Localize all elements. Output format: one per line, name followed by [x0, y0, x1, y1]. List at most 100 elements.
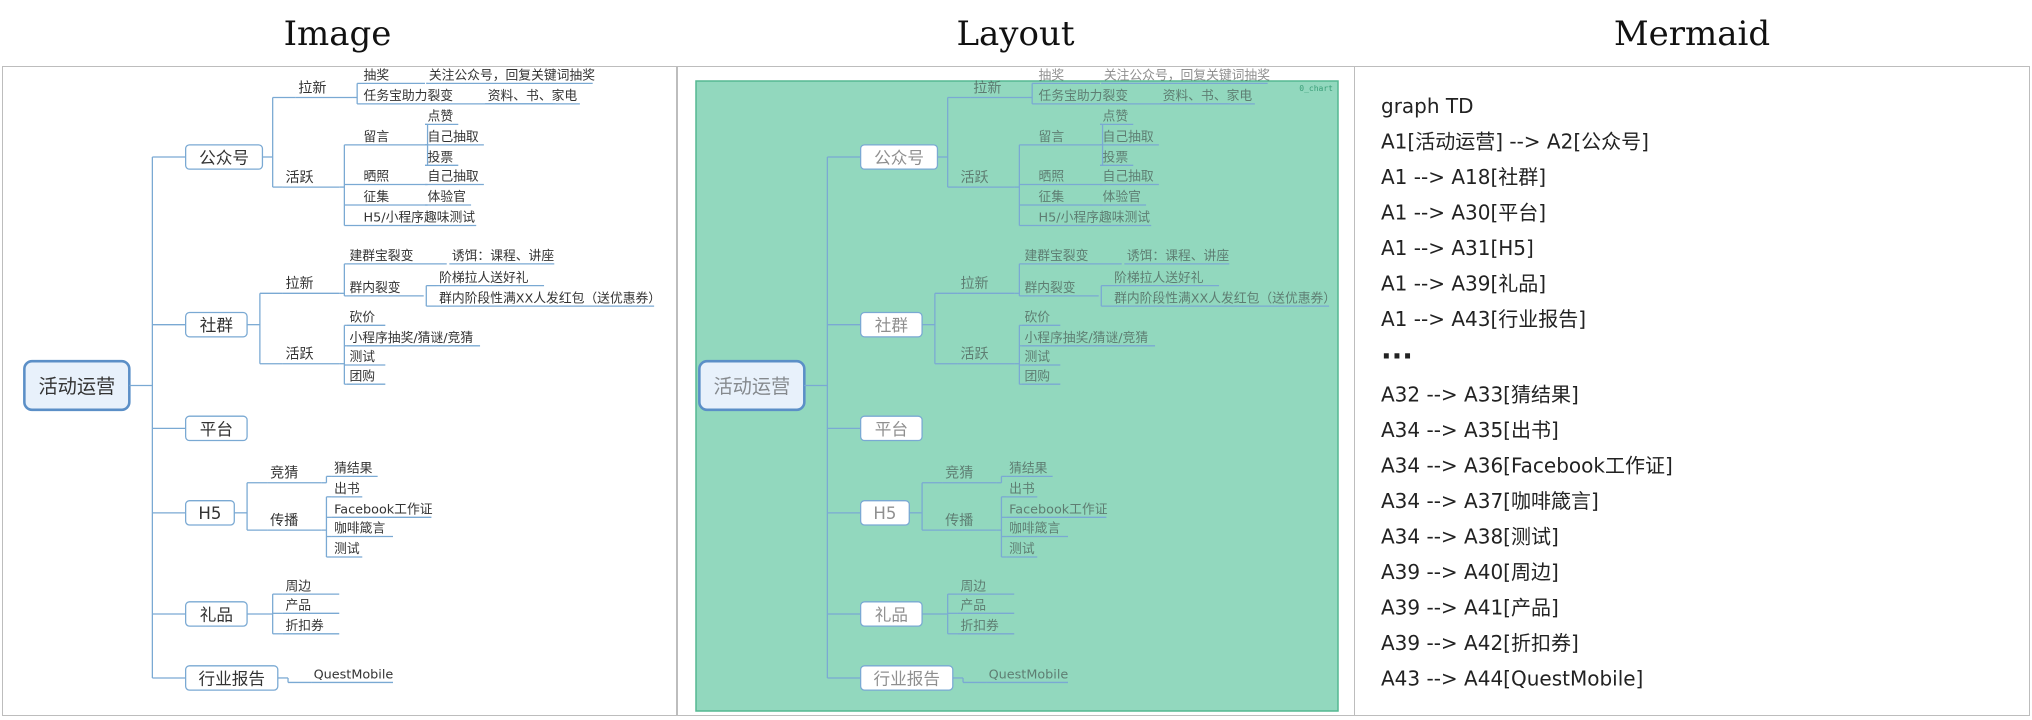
- leaf-label: QuestMobile: [989, 668, 1069, 683]
- mindmap-layout: 0_chart活动运营公众号拉新抽奖关注公众号，回复关键词抽奖任务宝助力裂变资料…: [695, 69, 1339, 712]
- branch-label: 公众号: [199, 148, 249, 167]
- item-label: Facebook工作证: [334, 502, 433, 517]
- mermaid-line: A34 --> A37[咖啡箴言]: [1381, 489, 1599, 513]
- detail-label: 点赞: [428, 110, 454, 125]
- leaf-label: QuestMobile: [314, 668, 394, 683]
- branch-label: 礼品: [200, 605, 233, 624]
- branch-node: [859, 500, 910, 526]
- detail-label: 诱饵：课程、讲座: [1127, 249, 1229, 264]
- subtopic-label: 活跃: [285, 170, 313, 186]
- mindmap-image: 活动运营公众号拉新抽奖关注公众号，回复关键词抽奖任务宝助力裂变资料、书、家电活跃…: [23, 69, 661, 691]
- branch-label: 社群: [875, 316, 909, 335]
- detail-label: 自己抽取: [428, 130, 479, 145]
- detail-label: 资料、书、家电: [1163, 88, 1253, 104]
- mermaid-line: A34 --> A36[Facebook工作证]: [1381, 454, 1673, 478]
- item-label: 砍价: [349, 310, 375, 325]
- branch-label: 平台: [200, 420, 233, 439]
- mermaid-line: A1 --> A31[H5]: [1381, 236, 1534, 260]
- subtopic-label: 活跃: [960, 347, 988, 363]
- root-label: 活动运营: [38, 375, 115, 398]
- item-label: 出书: [1009, 482, 1035, 497]
- branch-node: [859, 415, 923, 442]
- item-label: 猜结果: [334, 462, 373, 477]
- subtopic-label: 竞猜: [270, 465, 298, 482]
- item-label: 群内裂变: [349, 280, 400, 296]
- item-label: 出书: [334, 482, 360, 497]
- mermaid-panel: graph TD A1[活动运营] --> A2[公众号] A1 --> A18[社…: [1354, 66, 2030, 716]
- mermaid-line: A34 --> A35[出书]: [1381, 418, 1559, 442]
- item-label: Facebook工作证: [1009, 502, 1108, 517]
- branch-label: 行业报告: [873, 669, 940, 688]
- detail-label: 投票: [1103, 149, 1129, 165]
- mermaid-line: A1 --> A39[礼品]: [1381, 272, 1546, 296]
- item-label: 团购: [1024, 368, 1050, 384]
- mermaid-line: A1 --> A18[社群]: [1381, 165, 1546, 189]
- item-label: 猜结果: [1009, 462, 1048, 477]
- detail-label: 资料、书、家电: [488, 88, 578, 104]
- mermaid-line: A39 --> A42[折扣券]: [1381, 631, 1579, 655]
- subtopic-label: 传播: [945, 513, 973, 529]
- item-label: 晒照: [1039, 170, 1065, 185]
- subtopic-label: 拉新: [960, 276, 988, 292]
- branch-label: 礼品: [875, 605, 908, 624]
- subtopic-label: 活跃: [285, 347, 313, 363]
- mermaid-line: A43 --> A44[QuestMobile]: [1381, 667, 1643, 691]
- leaf-label: 周边: [960, 579, 986, 594]
- subtopic-label: 传播: [270, 513, 298, 529]
- branch-label: 平台: [875, 420, 908, 439]
- detail-label: 自己抽取: [428, 170, 479, 185]
- item-label: 抽奖: [1039, 69, 1065, 84]
- item-label: 测试: [1024, 350, 1050, 365]
- branch-label: H5: [198, 504, 221, 523]
- leaf-label: 产品: [285, 598, 311, 613]
- item-label: 咖啡箴言: [1009, 521, 1060, 537]
- branch-label: 行业报告: [198, 669, 265, 688]
- leaf-label: 折扣券: [960, 618, 999, 634]
- detail-label: 群内阶段性满XX人发红包（送优惠券）: [439, 290, 661, 306]
- mermaid-ellipsis: ···: [1381, 340, 1413, 373]
- item-label: 砍价: [1024, 310, 1050, 325]
- detail-label: 自己抽取: [1103, 130, 1154, 145]
- item-label: 留言: [364, 130, 390, 145]
- detail-label: 点赞: [1103, 110, 1129, 125]
- subtopic-label: 活跃: [960, 170, 988, 186]
- detail-label: 阶梯拉人送好礼: [1114, 270, 1204, 286]
- detail-label: 诱饵：课程、讲座: [452, 249, 554, 264]
- root-node: [23, 359, 131, 412]
- item-label: 团购: [349, 368, 375, 384]
- branch-node: [184, 415, 248, 442]
- mermaid-line: graph TD: [1381, 94, 1474, 118]
- mermaid-line: A1 --> A30[平台]: [1381, 201, 1546, 225]
- item-label: 任务宝助力裂变: [1039, 88, 1129, 104]
- branch-label: 公众号: [874, 148, 924, 167]
- detail-label: 体验官: [428, 189, 466, 205]
- mermaid-line: A32 --> A33[猜结果]: [1381, 383, 1579, 407]
- detail-label: 自己抽取: [1103, 170, 1154, 185]
- detail-label: 关注公众号，回复关键词抽奖: [1104, 69, 1270, 84]
- image-panel: 活动运营公众号拉新抽奖关注公众号，回复关键词抽奖任务宝助力裂变资料、书、家电活跃…: [2, 66, 677, 716]
- item-label: 测试: [334, 542, 360, 557]
- item-label: 晒照: [364, 170, 390, 185]
- subtopic-label: 拉新: [973, 80, 1001, 96]
- detail-label: 投票: [428, 149, 454, 165]
- subtopic-label: 竞猜: [945, 465, 973, 482]
- item-label: 测试: [1009, 542, 1035, 557]
- mermaid-code: graph TD A1[活动运营] --> A2[公众号] A1 --> A18[社…: [1381, 94, 1673, 691]
- item-label: 征集: [1039, 189, 1065, 205]
- mermaid-line: A1[活动运营] --> A2[公众号]: [1381, 130, 1649, 154]
- branch-label: 社群: [200, 316, 234, 335]
- mindmap-image: 活动运营公众号拉新抽奖关注公众号，回复关键词抽奖任务宝助力裂变资料、书、家电活跃…: [23, 69, 661, 691]
- mermaid-line: A1 --> A43[行业报告]: [1381, 307, 1586, 331]
- item-label: H5/小程序趣味测试: [364, 211, 476, 226]
- item-label: 测试: [349, 350, 375, 365]
- detail-label: 群内阶段性满XX人发红包（送优惠券）: [1114, 290, 1336, 306]
- detail-label: 阶梯拉人送好礼: [439, 270, 529, 286]
- overlay-label: 0_chart: [1299, 84, 1333, 93]
- item-label: H5/小程序趣味测试: [1039, 211, 1151, 226]
- detail-label: 关注公众号，回复关键词抽奖: [429, 69, 595, 84]
- item-label: 抽奖: [364, 69, 390, 84]
- item-label: 咖啡箴言: [334, 521, 385, 537]
- item-label: 建群宝裂变: [1024, 248, 1088, 264]
- heading-mermaid: Mermaid: [1613, 14, 1771, 54]
